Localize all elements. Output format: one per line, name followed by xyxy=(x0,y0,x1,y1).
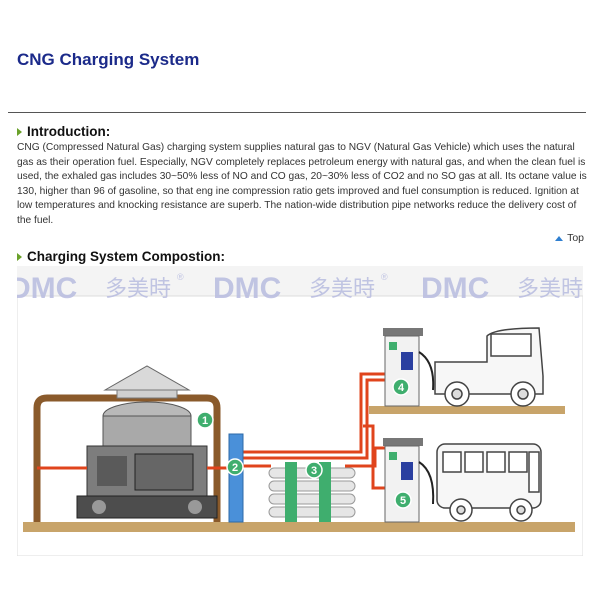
watermark-chinese: 多美時 xyxy=(309,277,375,302)
title-divider xyxy=(8,112,586,113)
introduction-heading-label: Introduction: xyxy=(27,124,111,139)
bullet-arrow-icon xyxy=(17,252,22,261)
watermark-brand: DMC xyxy=(17,272,77,305)
page-title: CNG Charging System xyxy=(17,50,200,69)
bus-icon xyxy=(436,443,542,522)
buffer-tank xyxy=(228,433,244,523)
marker-1-icon xyxy=(196,411,214,429)
marker-5-icon xyxy=(394,491,412,509)
watermark-mark: ® xyxy=(177,272,184,282)
composition-heading-label: Charging System Compostion: xyxy=(27,249,226,264)
watermark-brand: DMC xyxy=(213,272,281,305)
roof-vent-base xyxy=(116,389,178,399)
dispenser-lower xyxy=(383,438,435,523)
marker-2-icon xyxy=(226,458,244,476)
up-arrow-icon xyxy=(555,235,564,241)
watermark-chinese: 多美時 xyxy=(517,277,583,302)
truck-icon xyxy=(434,327,544,407)
watermark-mark: ® xyxy=(381,272,388,282)
watermark-group: DMC 多美時 ® DMC 多美時 ® DMC 多美時 xyxy=(17,272,583,305)
marker-5-label: 5 xyxy=(400,495,406,507)
upper-platform xyxy=(369,406,565,414)
bullet-arrow-icon xyxy=(17,127,22,136)
gas-pipeline xyxy=(37,372,385,490)
marker-1-label: 1 xyxy=(202,415,208,427)
watermark-chinese: 多美時 xyxy=(105,277,171,302)
marker-3-label: 3 xyxy=(311,465,317,477)
marker-2-label: 2 xyxy=(232,462,238,474)
compressor-icon xyxy=(76,401,218,519)
composition-heading: Charging System Compostion: xyxy=(17,249,225,264)
marker-3-icon xyxy=(305,461,323,479)
watermark-brand: DMC xyxy=(421,272,489,305)
introduction-body: CNG (Compressed Natural Gas) charging sy… xyxy=(17,142,587,226)
top-link-label[interactable]: Top xyxy=(567,232,584,244)
ground-platform xyxy=(23,522,575,532)
marker-group: 1 2 3 4 5 xyxy=(196,378,412,509)
marker-4-icon xyxy=(392,378,410,396)
introduction-heading: Introduction: xyxy=(17,124,110,139)
marker-4-label: 4 xyxy=(398,382,405,394)
top-link[interactable]: Top xyxy=(555,232,584,244)
charging-system-diagram: DMC 多美時 ® DMC 多美時 ® DMC 多美時 xyxy=(17,266,583,556)
